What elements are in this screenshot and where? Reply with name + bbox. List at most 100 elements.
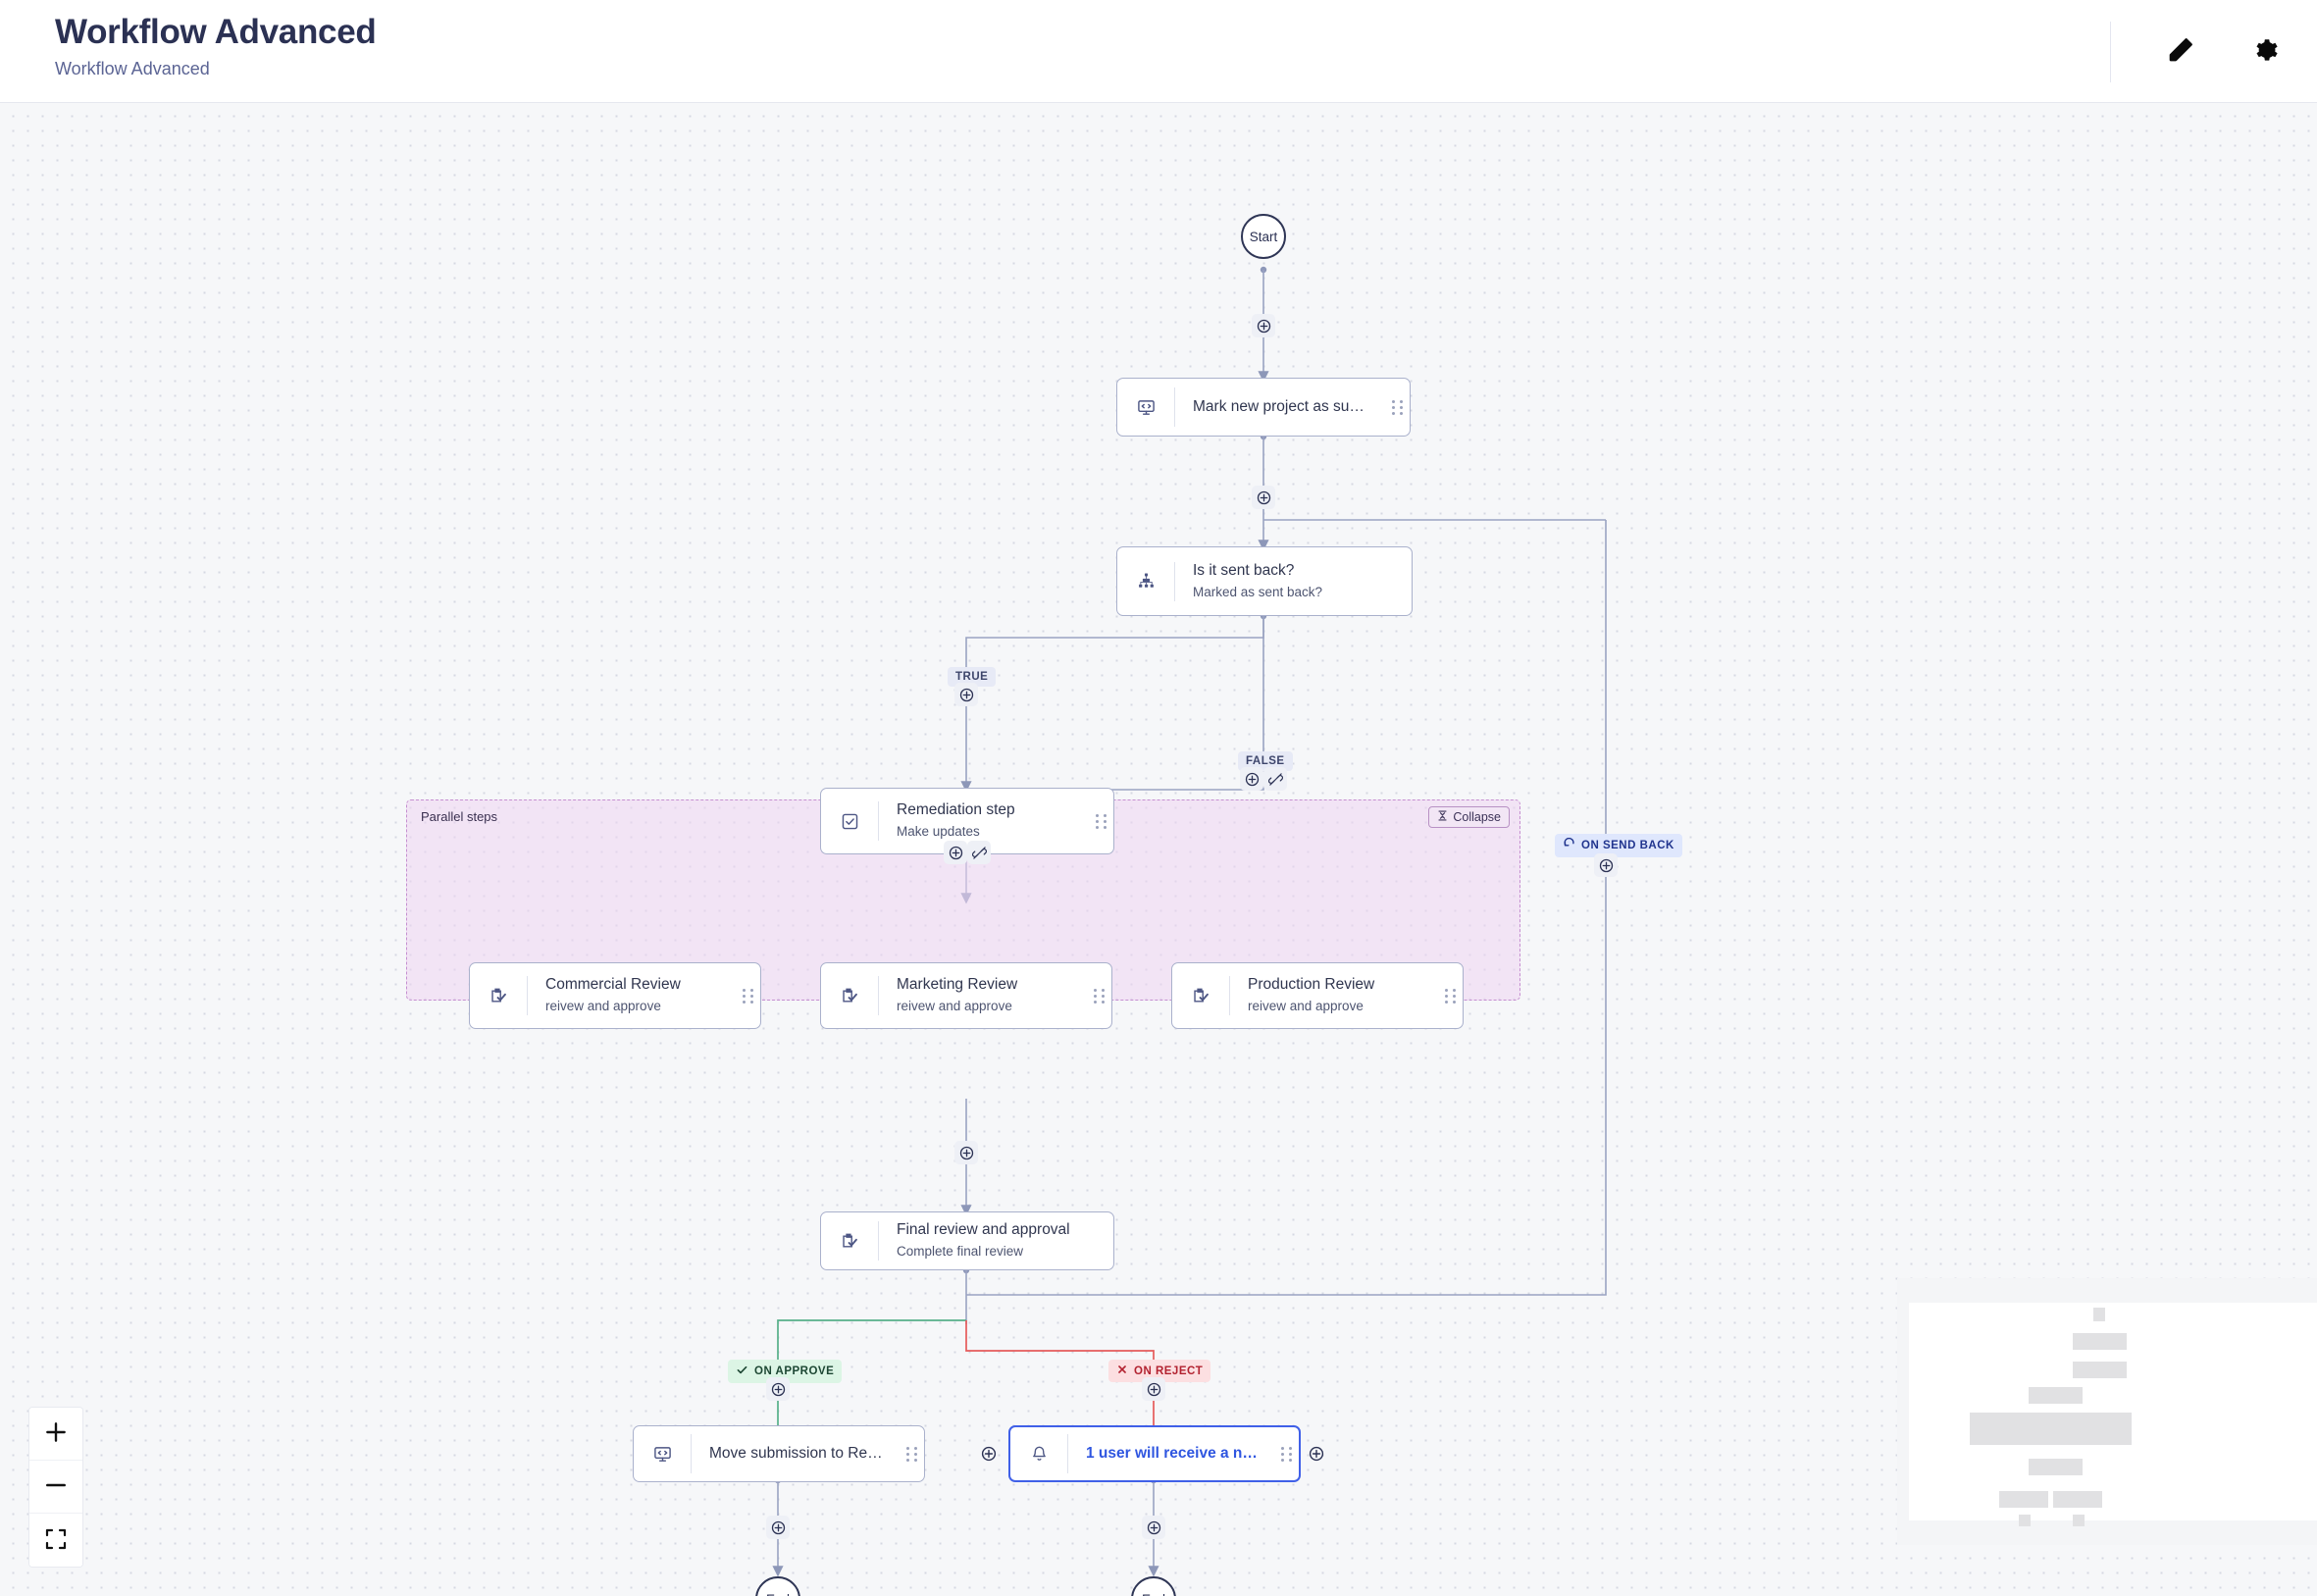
node-marketing-review[interactable]: Marketing Review reivew and approve — [820, 962, 1112, 1029]
clipboard-check-icon — [821, 1212, 878, 1269]
node-mark-new-project-as-submitted[interactable]: Mark new project as submitted — [1116, 378, 1411, 437]
zoom-out-button[interactable] — [29, 1461, 82, 1514]
script-monitor-icon — [634, 1426, 691, 1481]
clipboard-check-icon — [821, 963, 878, 1028]
node-move-submission-to-reporting[interactable]: Move submission to Reporting m... — [633, 1425, 925, 1482]
zoom-in-button[interactable] — [29, 1408, 82, 1461]
add-step-button-reject[interactable] — [1142, 1377, 1165, 1401]
node-title: Mark new project as submitted — [1193, 397, 1370, 415]
drag-dots-icon — [742, 988, 753, 1004]
node-production-review[interactable]: Production Review reivew and approve — [1171, 962, 1464, 1029]
unlink-edge-button-false-branch[interactable] — [1263, 767, 1287, 791]
node-body: Is it sent back? Marked as sent back? — [1175, 561, 1412, 601]
add-step-button-after-parallel[interactable] — [954, 1141, 978, 1164]
fit-view-icon — [44, 1527, 68, 1554]
node-subtitle: reivew and approve — [545, 999, 661, 1014]
drag-dots-icon — [905, 1446, 917, 1462]
node-title: Move submission to Reporting m... — [709, 1444, 885, 1462]
node-drag-handle[interactable] — [1384, 379, 1410, 436]
zoom-controls — [29, 1408, 82, 1567]
add-step-button-start[interactable] — [1252, 314, 1275, 337]
drag-dots-icon — [1095, 813, 1107, 829]
settings-button[interactable] — [2242, 29, 2288, 75]
header-titles: Workflow Advanced Workflow Advanced — [55, 12, 377, 80]
collapse-group-button[interactable]: Collapse — [1428, 806, 1510, 828]
edge-label-on-send-back[interactable]: ON SEND BACK — [1555, 834, 1682, 857]
gear-icon — [2248, 33, 2282, 70]
add-step-button-before-end-2[interactable] — [1142, 1516, 1165, 1539]
node-divider — [1229, 976, 1230, 1015]
add-step-button-false-branch[interactable] — [1240, 767, 1263, 791]
node-subtitle: Complete final review — [897, 1244, 1024, 1260]
node-final-review-and-approval[interactable]: Final review and approval Complete final… — [820, 1211, 1114, 1270]
drag-dots-icon — [1280, 1446, 1292, 1462]
node-title: Remediation step — [897, 801, 1015, 819]
end-node-label: End — [1142, 1592, 1165, 1596]
edge-label-on-approve-text: ON APPROVE — [754, 1365, 835, 1377]
edge-label-on-reject[interactable]: ON REJECT — [1108, 1360, 1211, 1382]
node-drag-handle[interactable] — [1437, 963, 1463, 1028]
node-commercial-review[interactable]: Commercial Review reivew and approve — [469, 962, 761, 1029]
pencil-icon — [2166, 35, 2195, 68]
page-title: Workflow Advanced — [55, 13, 377, 51]
node-divider — [691, 1434, 692, 1473]
checkbox-task-icon — [821, 789, 878, 853]
node-subtitle: Marked as sent back? — [1193, 584, 1323, 599]
add-step-button-notification-left[interactable] — [977, 1442, 1001, 1466]
node-is-it-sent-back[interactable]: Is it sent back? Marked as sent back? — [1116, 546, 1413, 616]
drag-dots-icon — [1391, 399, 1403, 415]
minimap-viewport[interactable] — [1909, 1303, 2317, 1526]
script-monitor-icon — [1117, 379, 1174, 436]
add-step-button-send-back[interactable] — [1594, 853, 1618, 877]
node-title: Marketing Review — [897, 976, 1018, 994]
minimap-node — [2073, 1362, 2127, 1378]
node-drag-handle[interactable] — [1088, 789, 1113, 853]
decision-branch-icon — [1117, 547, 1174, 615]
node-drag-handle[interactable] — [899, 1426, 924, 1481]
node-drag-handle[interactable] — [1086, 963, 1111, 1028]
node-subtitle: reivew and approve — [1248, 999, 1364, 1014]
node-divider — [527, 976, 528, 1015]
check-icon — [736, 1364, 748, 1379]
drag-dots-icon — [1093, 988, 1105, 1004]
fit-view-button[interactable] — [29, 1514, 82, 1567]
add-step-button-notification-right[interactable] — [1305, 1442, 1328, 1466]
drag-dots-icon — [1444, 988, 1456, 1004]
bell-icon — [1010, 1427, 1067, 1480]
collapse-icon — [1437, 810, 1448, 824]
node-body: Production Review reivew and approve — [1230, 975, 1437, 1015]
unlink-edge-button-after-remediation[interactable] — [967, 841, 991, 864]
minimap-node — [2053, 1491, 2102, 1508]
start-node[interactable]: Start — [1241, 214, 1286, 259]
add-step-button-true-branch[interactable] — [954, 683, 978, 706]
add-step-button-approve[interactable] — [766, 1377, 790, 1401]
minimap-node — [1970, 1413, 2132, 1445]
add-step-button-before-end-1[interactable] — [766, 1516, 790, 1539]
node-title: Final review and approval — [897, 1221, 1070, 1239]
node-remediation-step[interactable]: Remediation step Make updates — [820, 788, 1114, 854]
minimap[interactable] — [1897, 1278, 2317, 1545]
edge-label-on-approve[interactable]: ON APPROVE — [728, 1360, 843, 1383]
add-step-button-after-mark[interactable] — [1252, 486, 1275, 509]
start-node-label: Start — [1249, 229, 1278, 244]
edit-workflow-button[interactable] — [2158, 29, 2203, 75]
node-drag-handle[interactable] — [735, 963, 760, 1028]
node-user-notification[interactable]: 1 user will receive a notification — [1008, 1425, 1301, 1482]
app-header: Workflow Advanced Workflow Advanced — [0, 0, 2317, 103]
node-divider — [1174, 387, 1175, 427]
node-body: Mark new project as submitted — [1175, 397, 1384, 418]
add-step-button-after-remediation[interactable] — [944, 841, 967, 864]
edge-label-true[interactable]: TRUE — [948, 667, 997, 687]
minus-icon — [43, 1472, 69, 1501]
page-subtitle: Workflow Advanced — [55, 59, 210, 78]
node-title: 1 user will receive a notification — [1086, 1444, 1260, 1462]
plus-icon — [43, 1419, 69, 1448]
minimap-node — [2093, 1308, 2105, 1321]
node-body: Final review and approval Complete final… — [879, 1220, 1113, 1261]
clipboard-check-icon — [470, 963, 527, 1028]
node-drag-handle[interactable] — [1273, 1427, 1299, 1480]
edge-label-false[interactable]: FALSE — [1238, 751, 1293, 771]
node-body: Marketing Review reivew and approve — [879, 975, 1086, 1015]
workflow-canvas[interactable]: Parallel steps Collapse — [0, 103, 2317, 1596]
minimap-node — [1999, 1491, 2048, 1508]
